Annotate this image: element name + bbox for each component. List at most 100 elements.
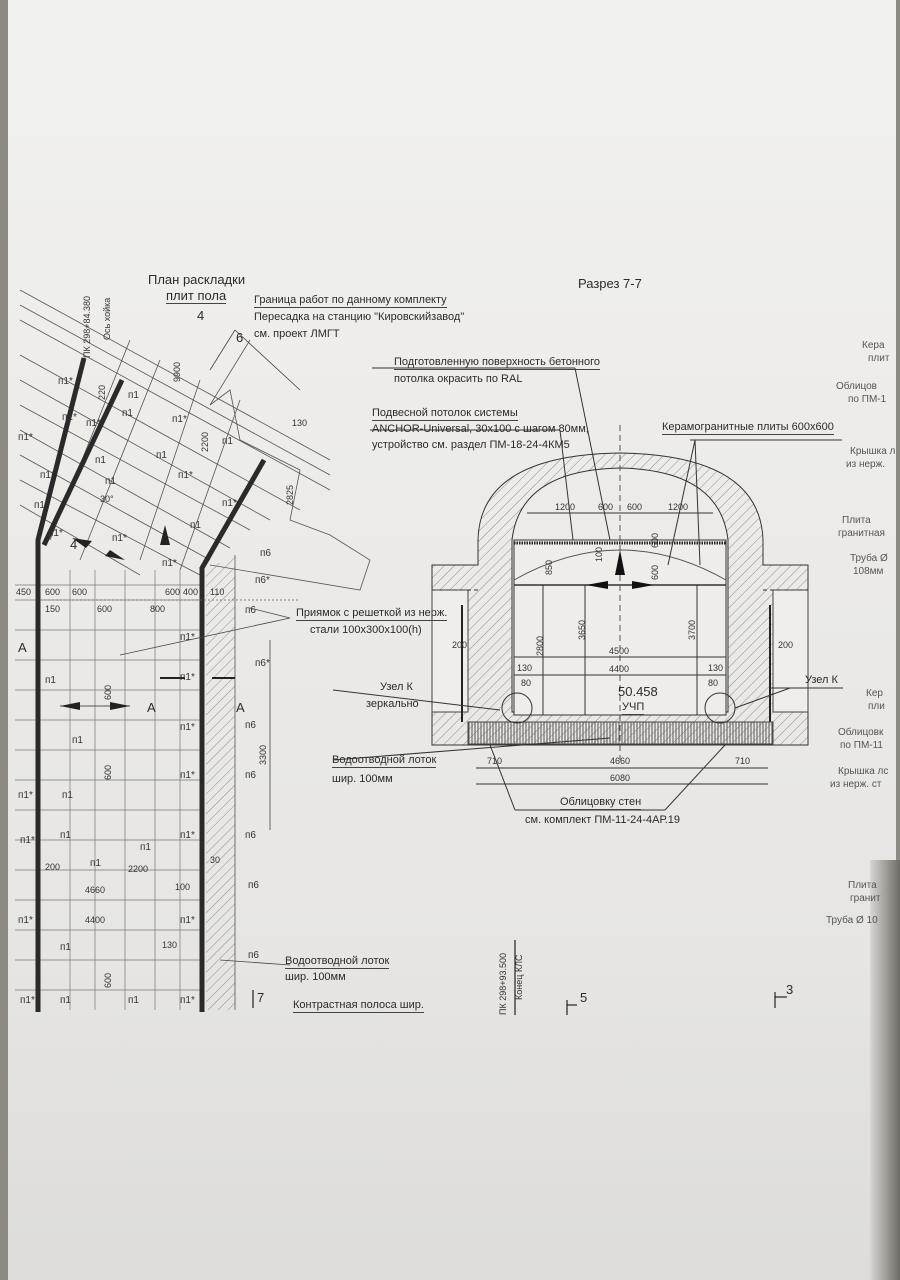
plan-dimension: 600	[103, 972, 113, 988]
paint-note-line2: потолка окрасить по RAL	[394, 373, 523, 385]
dim-top-1200-left: 1200	[555, 502, 576, 512]
tile-label: п1*	[180, 830, 195, 841]
section-mark-a-right: А	[236, 700, 245, 715]
plan-title: План раскладки	[148, 272, 246, 287]
dim-710-right: 710	[735, 756, 751, 766]
ceiling-note-line1: Подвесной потолок системы	[372, 407, 518, 421]
pk-bottom-label: ПК 298+93.500	[498, 952, 508, 1015]
tile-label: п6	[245, 720, 256, 731]
tile-label: п6	[245, 830, 256, 841]
tile-label: п1*	[172, 414, 187, 425]
margin-note: Облицовк	[838, 727, 884, 738]
boundary-note-line1: Граница работ по данному комплекту	[254, 294, 447, 308]
tile-label: п1*	[178, 470, 193, 481]
tile-label: п1*	[180, 995, 195, 1006]
node-k-label: Узел К	[380, 681, 413, 693]
tile-label: п1*	[62, 412, 77, 423]
dim-200-left: 200	[452, 640, 468, 650]
plan-dimension: 100	[175, 882, 191, 892]
tile-label: п1	[72, 735, 83, 746]
plan-dimension: 200	[45, 862, 61, 872]
plan-dimension: 9900	[172, 361, 182, 382]
background-surface	[870, 860, 900, 1280]
margin-note: Кера	[862, 340, 885, 351]
dim-80-left: 80	[521, 678, 532, 688]
tile-label: п1	[128, 390, 139, 401]
drain-note2-line2: шир. 100мм	[285, 971, 346, 983]
plan-dimension: 2200	[128, 864, 149, 874]
pk-top-label: ПК 298+84.380	[82, 295, 92, 358]
tile-label: п1*	[86, 418, 101, 429]
plan-dimension: 110	[210, 587, 225, 597]
tile-label: п1	[90, 858, 101, 869]
tile-label: п1*	[112, 533, 127, 544]
dim-2800: 2800	[535, 635, 545, 656]
tile-label: п6	[248, 950, 259, 961]
section-mark-a-mid: А	[147, 700, 156, 715]
dim-4500: 4500	[609, 646, 630, 656]
plan-dimension: 600	[165, 587, 181, 597]
drain-note2-line1: Водоотводной лоток	[285, 955, 390, 969]
dim-710-left: 710	[487, 756, 503, 766]
tile-label: п6	[260, 548, 271, 559]
end-note: Конец КЛС	[514, 954, 524, 1000]
margin-note: из нерж.	[846, 459, 886, 470]
tile-label: п1*	[180, 915, 195, 926]
tile-label: п1*	[18, 790, 33, 801]
tile-label: п6	[245, 605, 256, 616]
margin-note: Плита	[842, 515, 871, 526]
tile-label: п1	[190, 520, 201, 531]
tile-label: п1	[122, 408, 133, 419]
dim-4400: 4400	[609, 664, 630, 674]
paint-note-line1: Подготовленную поверхность бетонного	[394, 356, 601, 370]
tile-label: п1*	[40, 470, 55, 481]
plan-dimension: 4400	[85, 915, 106, 925]
plan-dimension: 30	[210, 855, 221, 865]
dim-200-right: 200	[778, 640, 794, 650]
drain-note-line2: шир. 100мм	[332, 773, 393, 785]
margin-note: плит	[868, 353, 890, 364]
dim-600a: 600	[650, 532, 660, 548]
dim-4660: 4660	[610, 756, 631, 766]
tile-label: п1*	[18, 432, 33, 443]
dim-3700: 3700	[687, 619, 697, 640]
section-title: Разрез 7-7	[578, 276, 642, 291]
boundary-note-line2: Пересадка на станцию "Кировскийзавод"	[254, 311, 465, 323]
margin-note: Плита	[848, 880, 877, 891]
dim-130-right: 130	[708, 663, 724, 673]
dim-top-600-left: 600	[598, 502, 614, 512]
dim-100: 100	[594, 546, 604, 562]
elevation-value: 50.458	[618, 684, 658, 699]
boundary-note-line3: см. проект ЛМГТ	[254, 328, 340, 340]
tile-label: п1*	[180, 672, 195, 683]
section-mark-6: 6	[236, 330, 244, 345]
section-marks	[252, 940, 787, 1015]
floor-plan	[15, 289, 371, 1012]
plan-dimension: 800	[150, 604, 166, 614]
section-mark-5: 5	[580, 990, 588, 1005]
tile-label: п1*	[48, 528, 63, 539]
margin-note: гранит	[850, 893, 881, 904]
pit-note-line2: стали 100x300x100(h)	[310, 624, 422, 636]
tile-label: п1*	[58, 376, 73, 387]
section-mark-4b: 4	[70, 537, 78, 552]
dim-130-left: 130	[517, 663, 533, 673]
tiles-note: Керамогранитные плиты 600x600	[662, 421, 834, 435]
plan-dimension: 600	[97, 604, 113, 614]
tile-label: п1*	[180, 632, 195, 643]
tile-label: п6*	[255, 658, 270, 669]
tile-label: п1*	[18, 915, 33, 926]
plan-dimension: 450	[16, 587, 32, 597]
tile-label: п1	[95, 455, 106, 466]
margin-note: Кер	[866, 688, 883, 699]
elevation-label: УЧП	[622, 701, 645, 715]
plan-dimension: 3300	[258, 744, 268, 765]
plan-subtitle: плит пола	[166, 288, 227, 304]
section-7-7	[332, 367, 843, 811]
axis-top-label: Ось хойка	[102, 297, 112, 340]
tile-label: п1*	[20, 995, 35, 1006]
margin-note: Крышка л	[850, 446, 896, 457]
dim-top-1200-right: 1200	[668, 502, 689, 512]
margin-note: из нерж. ст	[830, 779, 882, 790]
tile-label: п1	[128, 995, 139, 1006]
